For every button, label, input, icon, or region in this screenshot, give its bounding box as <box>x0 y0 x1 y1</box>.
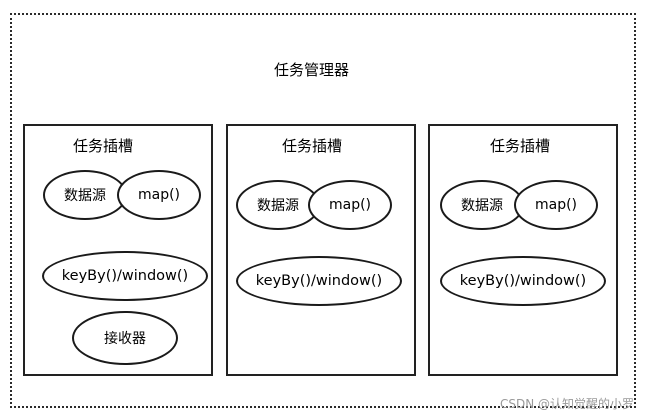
slot-2-keyby-window-node: keyBy()/window() <box>236 256 402 306</box>
slot-2-source-node: 数据源 <box>236 180 320 230</box>
slot-3-map-node: map() <box>514 180 598 230</box>
slot-1-sink-node: 接收器 <box>72 311 178 365</box>
task-manager-title: 任务管理器 <box>274 61 350 79</box>
task-manager-boundary <box>10 13 636 408</box>
slot-2-map-node: map() <box>308 180 392 230</box>
csdn-watermark: CSDN @认知觉醒的小罗 <box>499 397 634 411</box>
task-slot-3-title: 任务插槽 <box>490 137 551 155</box>
task-slot-1-title: 任务插槽 <box>73 137 134 155</box>
slot-1-map-node: map() <box>117 170 201 220</box>
task-slot-3 <box>428 124 618 376</box>
slot-1-source-node: 数据源 <box>43 170 127 220</box>
task-slot-2 <box>226 124 416 376</box>
slot-3-source-node: 数据源 <box>440 180 524 230</box>
slot-3-keyby-window-node: keyBy()/window() <box>440 256 606 306</box>
slot-1-keyby-window-node: keyBy()/window() <box>42 251 208 301</box>
task-slot-2-title: 任务插槽 <box>282 137 343 155</box>
